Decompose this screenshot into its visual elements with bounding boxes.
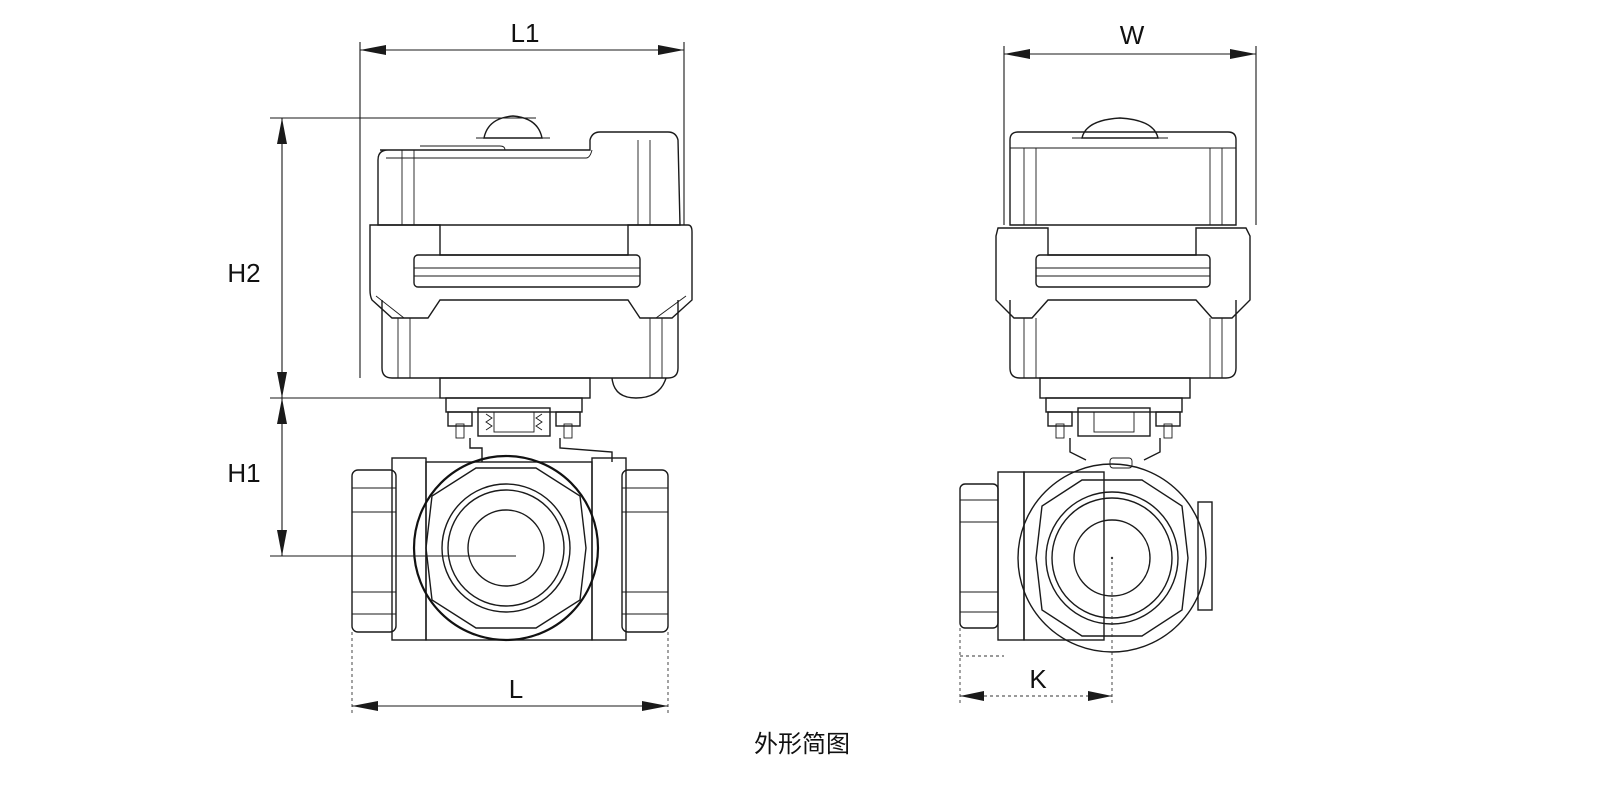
dim-l: L xyxy=(351,632,669,714)
dim-label-l1: L1 xyxy=(511,18,540,48)
dim-label-k: K xyxy=(1029,664,1047,694)
front-view: L1 H2 H1 L xyxy=(227,18,693,714)
dim-h1: H1 xyxy=(227,398,516,557)
side-actuator xyxy=(995,117,1251,379)
dim-w: W xyxy=(1003,20,1257,225)
dim-k: K xyxy=(959,562,1113,704)
dim-label-w: W xyxy=(1120,20,1145,50)
drawing-caption: 外形简图 xyxy=(754,730,850,758)
dim-label-h2: H2 xyxy=(227,258,260,288)
side-view: W K xyxy=(959,20,1257,704)
front-valve-body xyxy=(351,454,669,642)
front-bracket xyxy=(439,377,613,462)
side-valve-body xyxy=(959,463,1213,653)
dim-h2: H2 xyxy=(227,117,536,399)
side-bracket xyxy=(1039,377,1191,469)
dim-label-l: L xyxy=(509,674,523,704)
dim-l1: L1 xyxy=(359,18,685,378)
dim-label-h1: H1 xyxy=(227,458,260,488)
front-actuator xyxy=(369,115,693,399)
